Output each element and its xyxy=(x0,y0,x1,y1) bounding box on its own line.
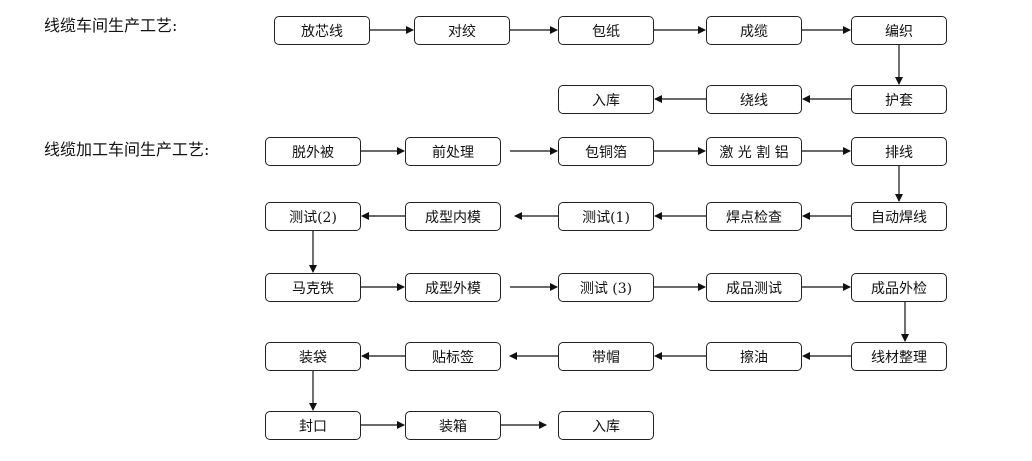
step-ru-ku-2: 入库 xyxy=(558,411,654,440)
step-ru-ku-1: 入库 xyxy=(558,85,654,114)
step-dui-jiao: 对绞 xyxy=(414,16,510,45)
step-ce-shi-1: 测试(1) xyxy=(558,202,654,231)
step-xian-cai-zheng-li: 线材整理 xyxy=(851,342,947,371)
step-qian-chu-li: 前处理 xyxy=(405,137,501,166)
step-ca-you: 擦油 xyxy=(706,342,802,371)
section2-title: 线缆加工车间生产工艺: xyxy=(44,140,210,159)
step-bao-zhi: 包纸 xyxy=(558,16,654,45)
step-rao-xian: 绕线 xyxy=(706,85,802,114)
step-hu-tao: 护套 xyxy=(851,85,947,114)
step-han-dian-jian-cha: 焊点检查 xyxy=(706,202,802,231)
step-ma-ke-tie: 马克铁 xyxy=(265,273,361,302)
step-zhuang-xiang: 装箱 xyxy=(405,411,501,440)
step-ce-shi-3: 测试 (3) xyxy=(558,273,654,302)
step-fang-xin-xian: 放芯线 xyxy=(274,16,370,45)
step-bao-tong-bo: 包铜箔 xyxy=(558,137,654,166)
step-cheng-pin-ce-shi: 成品测试 xyxy=(706,273,802,302)
step-zi-dong-han-xian: 自动焊线 xyxy=(851,202,947,231)
step-cheng-pin-wai-jian: 成品外检 xyxy=(851,273,947,302)
step-tie-biao-qian: 贴标签 xyxy=(405,342,501,371)
step-ce-shi-2: 测试(2) xyxy=(265,202,361,231)
step-ji-guang-ge-lv: 激 光 割 铝 xyxy=(706,137,802,166)
step-cheng-xing-nei-mo: 成型内模 xyxy=(405,202,501,231)
step-pai-xian: 排线 xyxy=(851,137,947,166)
step-cheng-lan: 成缆 xyxy=(706,16,802,45)
step-feng-kou: 封口 xyxy=(265,411,361,440)
step-zhuang-dai: 装袋 xyxy=(265,342,361,371)
step-tuo-wai-bei: 脱外被 xyxy=(265,137,361,166)
step-bian-zhi: 编织 xyxy=(851,16,947,45)
step-dai-mao: 带帽 xyxy=(558,342,654,371)
step-cheng-xing-wai-mo: 成型外模 xyxy=(405,273,501,302)
section1-title: 线缆车间生产工艺: xyxy=(44,16,178,35)
